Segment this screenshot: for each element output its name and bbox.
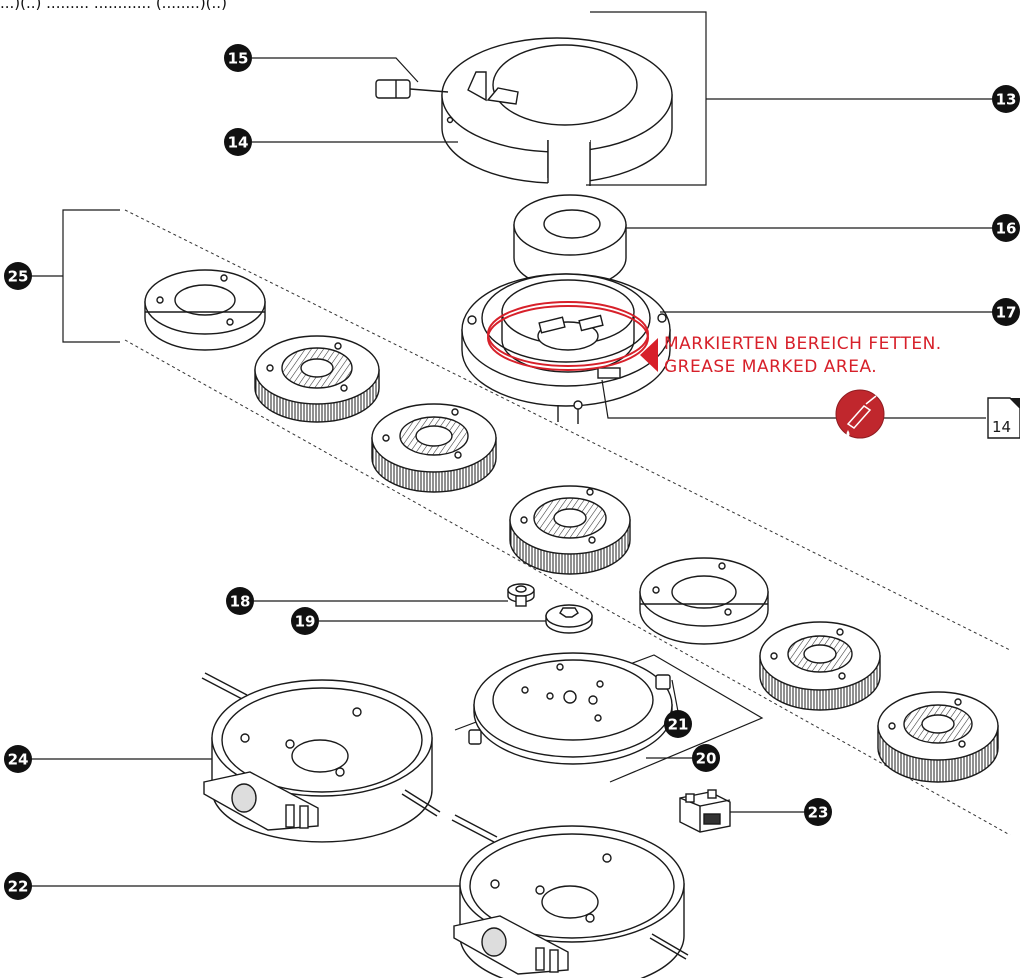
callout-16: 16 bbox=[992, 214, 1020, 242]
svg-text:18: 18 bbox=[230, 593, 251, 611]
svg-text:17: 17 bbox=[996, 304, 1017, 322]
bracket-13 bbox=[586, 11, 998, 186]
part-13-top-ring bbox=[441, 37, 673, 186]
burr-set-1 bbox=[144, 269, 266, 351]
part-20-plate bbox=[468, 652, 673, 765]
callout-14: 14 bbox=[224, 128, 252, 156]
callout-20: 20 bbox=[692, 744, 720, 772]
callout-25: 25 bbox=[4, 262, 32, 290]
warning-arrow-icon bbox=[640, 338, 658, 372]
notice-line-en: GREASE MARKED AREA. bbox=[664, 357, 877, 377]
svg-text:16: 16 bbox=[996, 220, 1017, 238]
burr-set-2 bbox=[254, 335, 380, 423]
notice-line-de: MARKIERTEN BEREICH FETTEN. bbox=[664, 334, 942, 354]
callout-24: 24 bbox=[4, 745, 32, 773]
burr-set-7 bbox=[877, 691, 999, 783]
svg-text:25: 25 bbox=[8, 268, 29, 286]
callout-15: 15 bbox=[224, 44, 252, 72]
part-24-housing bbox=[201, 672, 441, 843]
burr-set-3 bbox=[371, 403, 497, 493]
burr-set-6 bbox=[759, 621, 881, 711]
callout-22: 22 bbox=[4, 872, 32, 900]
page-ref-number: 14 bbox=[992, 418, 1011, 436]
grease-brush-icon bbox=[835, 389, 885, 439]
document-page-icon: 14 bbox=[987, 397, 1020, 439]
svg-text:14: 14 bbox=[228, 134, 249, 152]
svg-text:21: 21 bbox=[668, 716, 689, 734]
callout-18: 18 bbox=[226, 587, 254, 615]
svg-text:20: 20 bbox=[696, 750, 717, 768]
part-19-disc bbox=[545, 604, 593, 634]
grease-marked-area bbox=[487, 301, 649, 371]
svg-text:22: 22 bbox=[8, 878, 29, 896]
callout-13: 13 bbox=[992, 85, 1020, 113]
svg-text:13: 13 bbox=[996, 91, 1017, 109]
callout-23: 23 bbox=[804, 798, 832, 826]
burr-set-5 bbox=[639, 557, 769, 645]
callout-21: 21 bbox=[664, 710, 692, 738]
svg-text:15: 15 bbox=[228, 50, 249, 68]
svg-text:19: 19 bbox=[295, 613, 316, 631]
part-23-switch bbox=[679, 789, 731, 833]
callout-17: 17 bbox=[992, 298, 1020, 326]
leader-15 bbox=[252, 57, 419, 83]
svg-text:23: 23 bbox=[808, 804, 829, 822]
burr-set-4 bbox=[509, 485, 631, 575]
part-22-housing bbox=[451, 814, 689, 978]
part-16-spacer-ring bbox=[513, 194, 627, 289]
svg-text:24: 24 bbox=[8, 751, 29, 769]
callout-19: 19 bbox=[291, 607, 319, 635]
part-17-burr-carrier bbox=[461, 273, 671, 424]
grease-notice: MARKIERTEN BEREICH FETTEN. GREASE MARKED… bbox=[640, 334, 942, 377]
dashed-envelope bbox=[124, 209, 1011, 836]
leader-grease bbox=[601, 379, 836, 419]
bracket-25 bbox=[30, 209, 120, 343]
part-18-screw bbox=[507, 583, 535, 607]
header-fragment: ...)(..) ......... ............ (.......… bbox=[0, 0, 227, 12]
part-15-connector bbox=[375, 79, 449, 99]
